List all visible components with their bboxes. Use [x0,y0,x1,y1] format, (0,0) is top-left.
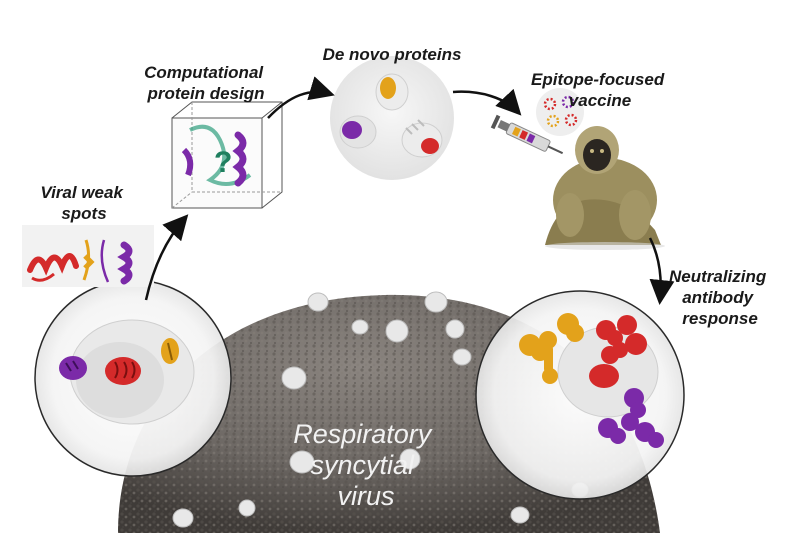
design-question-mark: ? [214,146,232,179]
surface-protein-icon [172,291,589,528]
step-label-computational-design: Computational protein design [144,63,268,103]
antibody-icon [519,313,664,448]
antibody-zoom-lens-right [475,290,685,500]
protein-blobs-icon [330,56,454,180]
step-label-de-novo-proteins: De novo proteins [323,45,462,64]
virus-label: Respiratory syncytial virus [293,419,439,511]
step-label-viral-weak-spots: Viral weak spots [40,183,127,223]
epitope-zoom-lens-left [34,279,232,477]
protein-fragments-icon [22,225,154,287]
monkey-icon [545,126,665,250]
syringe-icon [490,88,584,155]
wireframe-cube-icon: ? [171,101,283,209]
step-label-vaccine: Epitope-focused vaccine [531,70,669,110]
cycle-arrows [144,76,675,305]
step-label-antibody-response: Neutralizing antibody response [669,267,771,328]
